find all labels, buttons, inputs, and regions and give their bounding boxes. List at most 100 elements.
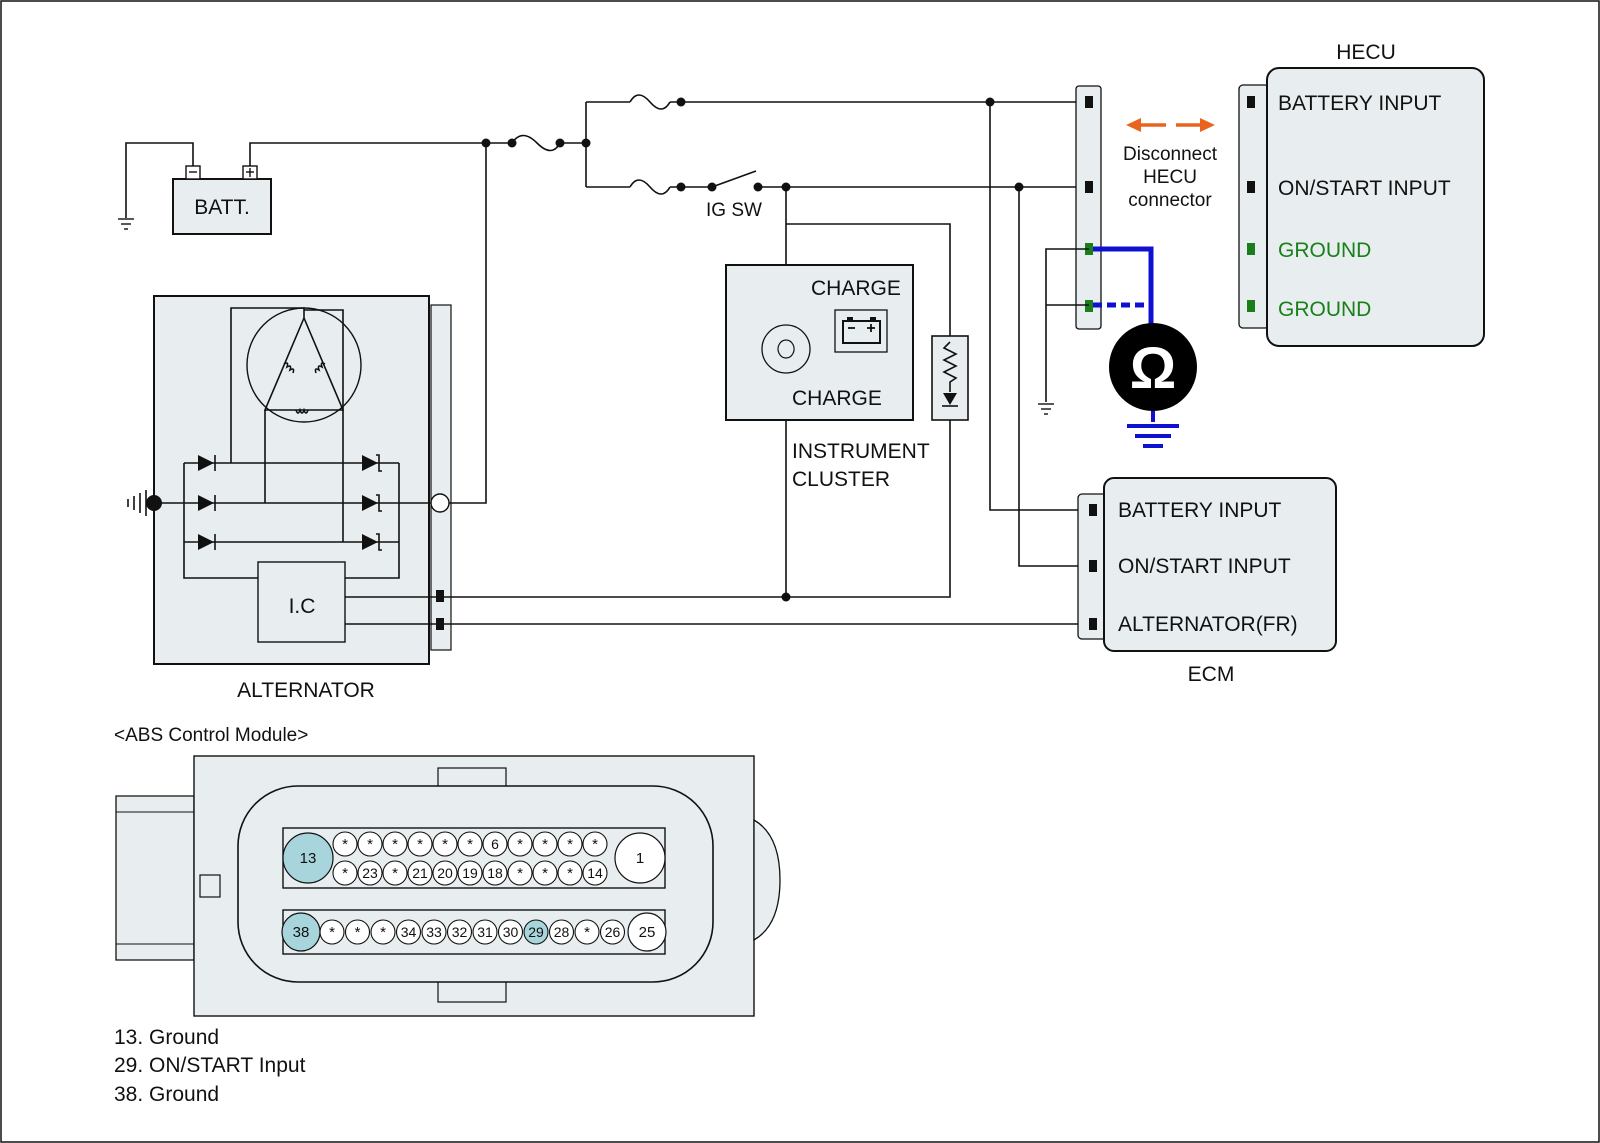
connector-pin-label: 6 (491, 836, 499, 852)
hecu-pin-ground-1: GROUND (1278, 239, 1371, 262)
connector-pin-label: 23 (362, 865, 378, 881)
connector-pin (472, 919, 498, 945)
connector-pin (507, 860, 533, 886)
connector-pin-label: 31 (477, 924, 493, 940)
connector-pin (548, 919, 575, 945)
connector-pin-label: * (329, 924, 335, 941)
hecu-label: HECU (1336, 41, 1396, 64)
charge-bottom-label: CHARGE (792, 387, 882, 410)
ground-symbol-hecu (1038, 403, 1054, 415)
connector-pin (482, 831, 508, 857)
connector-pin (432, 831, 458, 857)
connector-pin (332, 831, 358, 857)
connector-pin-label: * (367, 836, 373, 853)
connector-pin (457, 860, 483, 886)
connector-pin-label: * (567, 865, 573, 882)
connector-pin-label: * (567, 836, 573, 853)
connector-pin (532, 831, 558, 857)
connector-pin-label: 20 (437, 865, 453, 881)
ground-symbol-alternator (127, 490, 147, 516)
connector-pin-label: 34 (401, 924, 417, 940)
connector-pin (582, 831, 608, 857)
hecu-module: BATTERY INPUT ON/START INPUT GROUND GROU… (1238, 67, 1485, 347)
connector-pin-label: 14 (587, 865, 603, 881)
connector-pin (395, 919, 422, 945)
connector-pin (332, 860, 358, 886)
pin-row-2: * * * 34 33 32 31 30 29 28 * 26 (319, 919, 626, 945)
connector-pin-label: * (584, 924, 590, 941)
charge-top-label: CHARGE (811, 277, 901, 300)
ecm-pin-alternator-fr: ALTERNATOR(FR) (1118, 613, 1298, 636)
connector-pin-label: 26 (605, 924, 621, 940)
connector-pin-label: * (417, 836, 423, 853)
instrument-cluster: CHARGE CHARGE (725, 264, 914, 421)
ic-label: I.C (289, 595, 316, 618)
connector-pin-label: * (380, 924, 386, 941)
pin-38: 38 (293, 924, 310, 941)
connector-pin (421, 919, 447, 945)
connector-pin (382, 831, 408, 857)
pin-25: 25 (639, 924, 656, 941)
disconnect-text-3: connector (1128, 190, 1212, 211)
connector-pin (523, 919, 549, 945)
ig-switch-label: IG SW (706, 200, 762, 221)
connector-pin-label: * (467, 836, 473, 853)
connector-pin (319, 919, 345, 945)
connector-pin (599, 919, 626, 945)
connector-pin-label: * (442, 836, 448, 853)
connector-pin-label: * (355, 924, 361, 941)
ecm-module: BATTERY INPUT ON/START INPUT ALTERNATOR(… (1077, 477, 1337, 652)
resistor-diode (931, 335, 969, 421)
ohm-symbol: Ω (1130, 336, 1177, 401)
connector-pin-label: 29 (528, 924, 544, 940)
instrument-cluster-label-2: CLUSTER (792, 468, 890, 491)
connector-pin (357, 831, 383, 857)
connector-pin (407, 860, 433, 886)
legend-item-29: 29. ON/START Input (114, 1054, 306, 1077)
connector-pin (582, 860, 608, 886)
disconnect-text-1: Disconnect (1123, 144, 1218, 165)
abs-module-title: <ABS Control Module> (114, 725, 308, 746)
ecm-pin-battery-input: BATTERY INPUT (1118, 499, 1282, 522)
legend-item-38: 38. Ground (114, 1083, 219, 1106)
connector-pin-label: * (342, 865, 348, 882)
connector-pin-label: * (542, 865, 548, 882)
legend-item-13: 13. Ground (114, 1026, 219, 1049)
connector-pin (497, 919, 524, 945)
connector-pin-label: * (517, 836, 523, 853)
alternator-label: ALTERNATOR (237, 679, 375, 702)
connector-pin-label: 30 (503, 924, 519, 940)
connector-pin (357, 860, 383, 886)
connector-pin (482, 860, 508, 886)
hecu-pin-ground-2: GROUND (1278, 298, 1371, 321)
connector-pin-label: * (392, 836, 398, 853)
connector-pin-label: * (592, 836, 598, 853)
connector-pin-label: * (542, 836, 548, 853)
pin-row-1-top: * * * * * * 6 * * * * (332, 831, 608, 857)
connector-pin-label: 33 (426, 924, 442, 940)
ground-symbol-battery (118, 218, 134, 230)
connector-pin (446, 919, 473, 945)
connector-pin (370, 919, 396, 945)
battery: BATT. (172, 165, 272, 235)
hecu-pin-on-start-input: ON/START INPUT (1278, 177, 1451, 200)
connector-pin-label: 32 (452, 924, 468, 940)
connector-pin (432, 860, 458, 886)
hecu-harness-connector (1075, 85, 1102, 330)
connector-pin (382, 860, 408, 886)
battery-warning-icon (834, 309, 888, 353)
connector-pin-label: 28 (554, 924, 570, 940)
disconnect-arrows-icon (1126, 118, 1215, 132)
connector-pin (557, 831, 583, 857)
hecu-pin-battery-input: BATTERY INPUT (1278, 92, 1442, 115)
connector-pin-label: 19 (462, 865, 478, 881)
pin-1: 1 (636, 850, 644, 867)
battery-label: BATT. (194, 196, 250, 219)
connector-pin (557, 860, 583, 886)
connector-pin (407, 831, 433, 857)
connector-pin-label: * (342, 836, 348, 853)
disconnect-text-2: HECU (1143, 167, 1197, 188)
